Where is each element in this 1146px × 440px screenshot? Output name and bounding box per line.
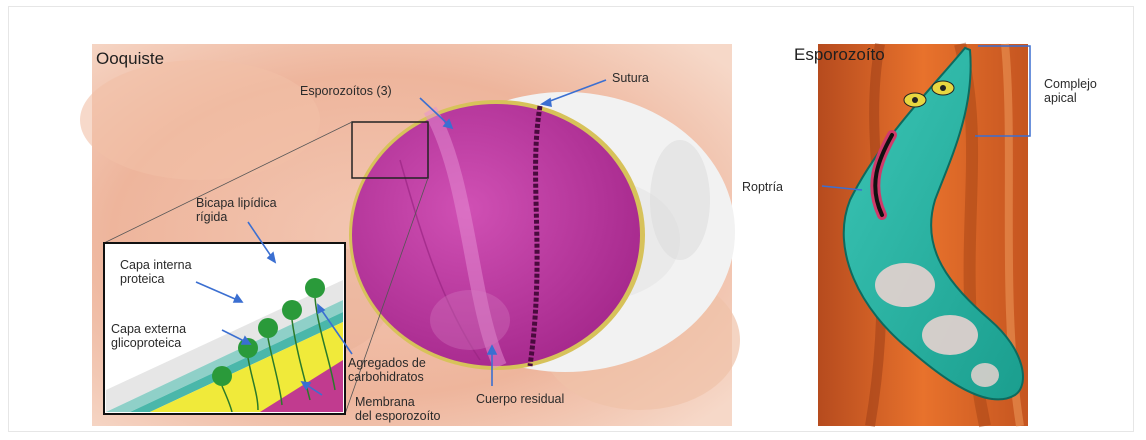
label-cuerpo-residual: Cuerpo residual	[476, 392, 564, 406]
label-agregados-1: Agregados de	[348, 356, 426, 370]
label-bicapa-2: rígida	[196, 210, 227, 224]
title-esporozoito: Esporozoíto	[794, 45, 885, 65]
label-bicapa-1: Bicapa lipídica	[196, 196, 277, 210]
label-esporozoitos: Esporozoítos (3)	[300, 84, 392, 98]
label-capa-interna-2: proteica	[120, 272, 164, 286]
label-membrana-2: del esporozoíto	[355, 409, 440, 423]
label-complejo-1: Complejo	[1044, 77, 1097, 91]
oocyst-body	[349, 100, 645, 370]
label-complejo-2: apical	[1044, 91, 1077, 105]
title-ooquiste: Ooquiste	[96, 49, 164, 69]
label-roptria: Roptría	[742, 180, 783, 194]
label-capa-externa-2: glicoproteica	[111, 336, 181, 350]
label-capa-externa-1: Capa externa	[111, 322, 186, 336]
label-membrana-1: Membrana	[355, 395, 415, 409]
label-agregados-2: carbohidratos	[348, 370, 424, 384]
label-capa-interna-1: Capa interna	[120, 258, 192, 272]
label-sutura: Sutura	[612, 71, 649, 85]
